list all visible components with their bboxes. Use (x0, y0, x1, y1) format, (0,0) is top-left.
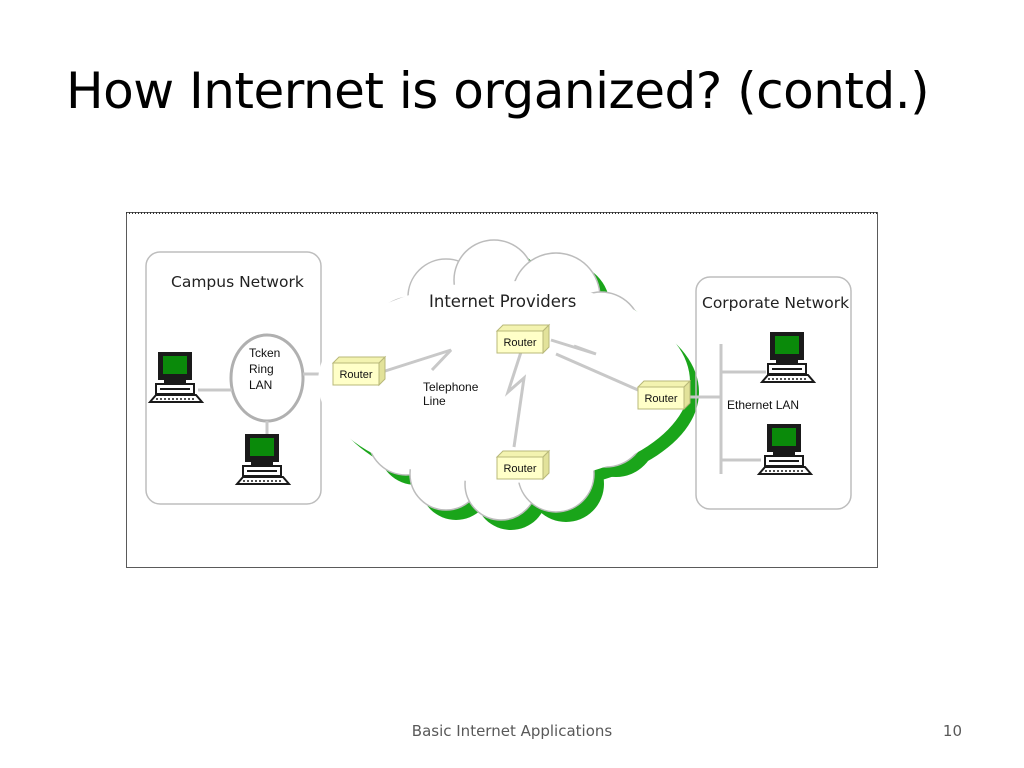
page-number: 10 (942, 722, 962, 740)
router-corporate: Router (636, 379, 692, 411)
internet-providers-label: Internet Providers (429, 292, 576, 311)
corporate-network-label: Corporate Network (702, 294, 849, 312)
network-diagram: Campus Network Tcken Ring LAN Internet P… (126, 212, 878, 568)
router-label: Router (339, 369, 372, 381)
telephone-line-label-1: Telephone (423, 380, 479, 394)
link-top-router-east (550, 338, 597, 356)
telephone-line-label-2: Line (423, 394, 446, 408)
router-label: Router (503, 337, 536, 349)
router-campus: Router (331, 355, 387, 387)
campus-network-label: Campus Network (171, 273, 304, 291)
router-label: Router (503, 463, 536, 475)
router-top: Router (495, 323, 551, 355)
token-ring-label-2: Ring (249, 362, 274, 376)
token-ring-label-3: LAN (249, 378, 272, 392)
router-label: Router (644, 393, 677, 405)
slide-title: How Internet is organized? (contd.) (66, 62, 930, 120)
link-top-corporate-router (555, 352, 639, 392)
token-ring-label-1: Tcken (249, 346, 280, 360)
router-bottom: Router (495, 449, 551, 481)
link-top-bottom-router (504, 351, 527, 448)
corporate-network-box (695, 276, 852, 510)
ethernet-lan-label: Ethernet LAN (727, 398, 799, 412)
telephone-link (381, 348, 453, 374)
footer-text: Basic Internet Applications (411, 722, 613, 740)
internet-cloud (318, 239, 699, 530)
